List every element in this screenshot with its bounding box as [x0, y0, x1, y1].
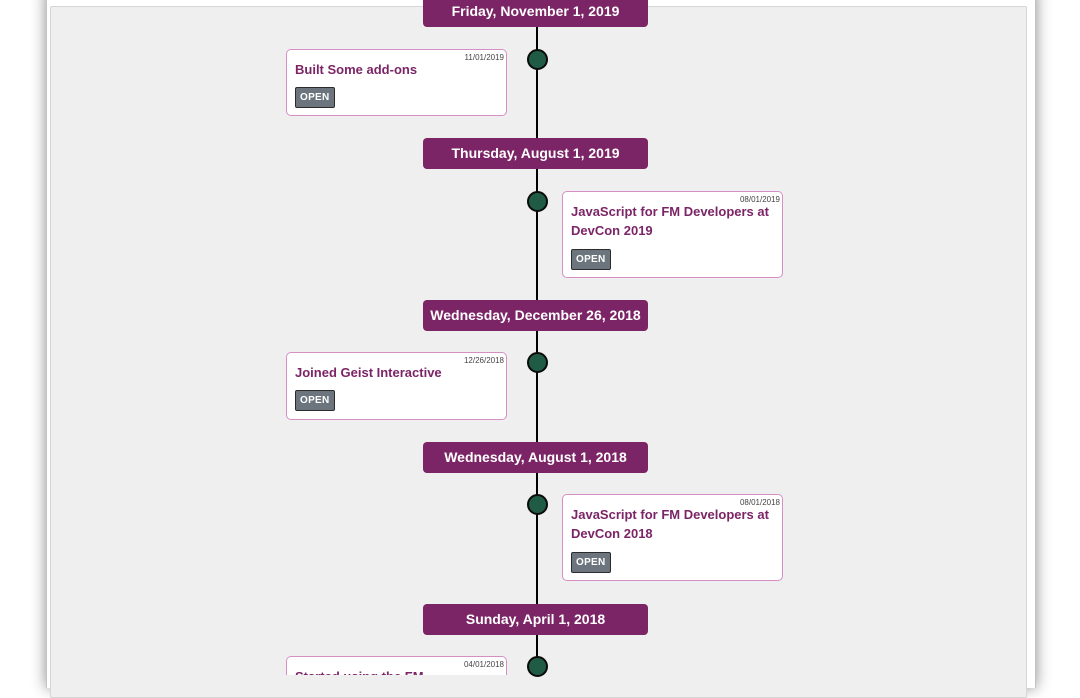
open-button[interactable]: OPEN	[571, 249, 611, 270]
event-title: JavaScript for FM Developers at DevCon 2…	[571, 204, 769, 238]
date-header: Wednesday, August 1, 2018	[423, 442, 648, 473]
event-card[interactable]: 04/01/2018 Started using the FM	[286, 656, 507, 675]
timeline-node	[527, 656, 548, 677]
open-button[interactable]: OPEN	[295, 390, 335, 411]
date-header: Thursday, August 1, 2019	[423, 138, 648, 169]
timeline-node	[527, 191, 548, 212]
event-date: 08/01/2018	[739, 498, 780, 507]
event-card[interactable]: 08/01/2018 JavaScript for FM Developers …	[562, 494, 783, 581]
event-date: 04/01/2018	[463, 660, 504, 669]
date-header: Friday, November 1, 2019	[423, 0, 648, 27]
event-card[interactable]: 12/26/2018 Joined Geist Interactive OPEN	[286, 352, 507, 420]
date-header: Wednesday, December 26, 2018	[423, 300, 648, 331]
event-card[interactable]: 08/01/2019 JavaScript for FM Developers …	[562, 191, 783, 278]
event-date: 08/01/2019	[739, 195, 780, 204]
timeline-spine	[536, 0, 538, 675]
event-title: JavaScript for FM Developers at DevCon 2…	[571, 507, 769, 541]
timeline-node	[527, 352, 548, 373]
timeline-node	[527, 494, 548, 515]
open-button[interactable]: OPEN	[295, 87, 335, 108]
event-title: Started using the FM	[295, 667, 495, 675]
event-date: 11/01/2019	[464, 53, 504, 62]
open-button[interactable]: OPEN	[571, 552, 611, 573]
timeline-node	[527, 49, 548, 70]
event-date: 12/26/2018	[463, 356, 504, 365]
event-title: Joined Geist Interactive	[295, 365, 442, 380]
event-title: Built Some add-ons	[295, 62, 418, 77]
date-header: Sunday, April 1, 2018	[423, 604, 648, 635]
event-card[interactable]: 11/01/2019 Built Some add-ons OPEN	[286, 49, 507, 116]
